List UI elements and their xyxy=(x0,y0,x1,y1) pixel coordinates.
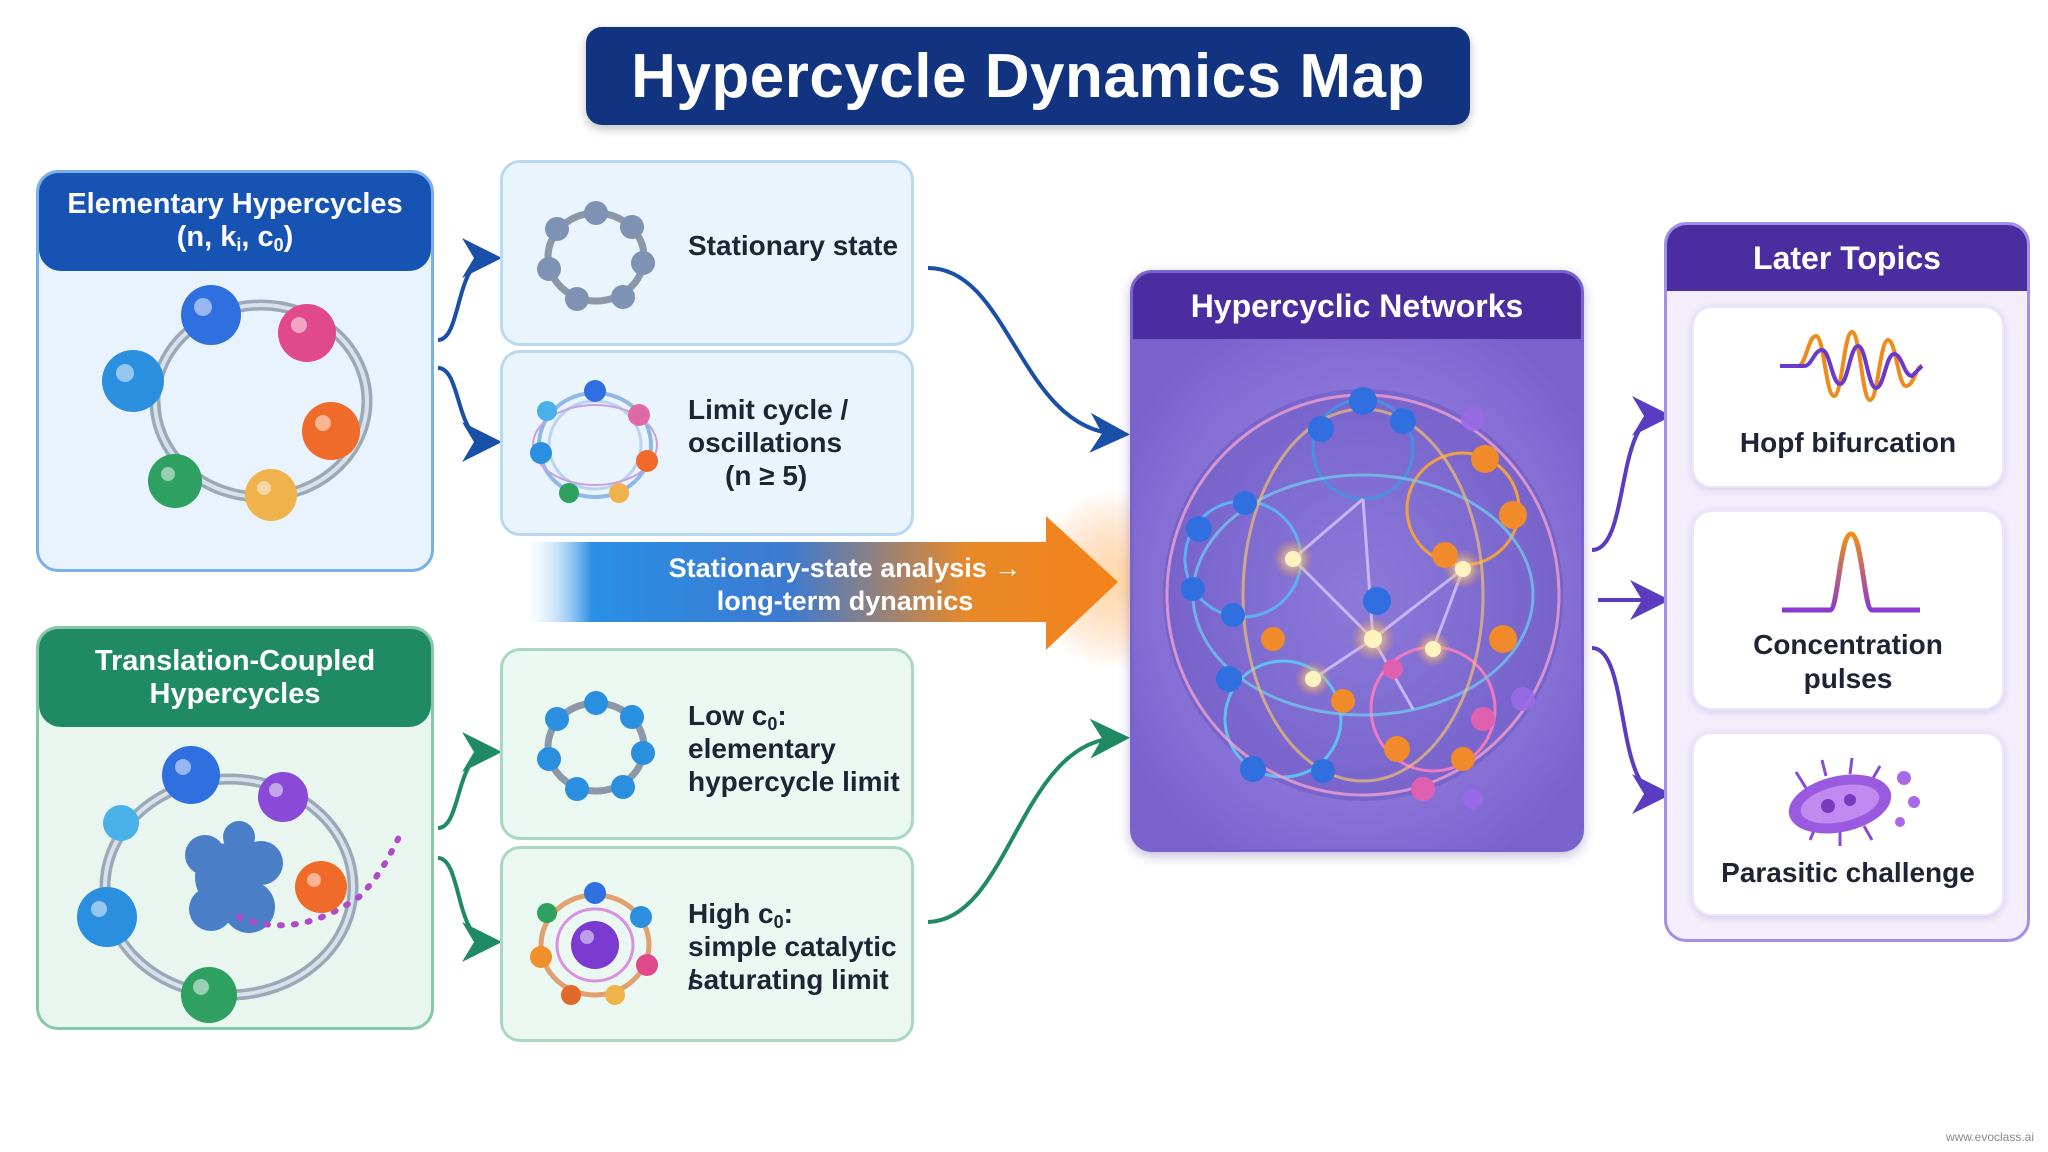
translation-ring-image xyxy=(77,746,402,1023)
arrow-to-parasitic xyxy=(1591,646,1672,814)
elementary-title: Elementary Hypercycles xyxy=(67,188,403,220)
analysis-arrow-text: Stationary-state analysis → long-term dy… xyxy=(610,552,1080,618)
analysis-line2: long-term dynamics xyxy=(716,586,974,616)
analysis-line1: Stationary-state analysis → xyxy=(668,553,1022,583)
low-c0-line2: elementary xyxy=(688,733,836,764)
networks-header: Hypercyclic Networks xyxy=(1133,273,1581,339)
ribosome-icon xyxy=(185,821,283,933)
network-sphere-image xyxy=(1133,339,1581,849)
hopf-bifurcation-card: Hopf bifurcation xyxy=(1692,306,2004,488)
arrow-to-high-c0 xyxy=(437,856,502,962)
catalytic-ring-icon xyxy=(530,882,658,1005)
arrow-to-low-c0 xyxy=(437,732,502,830)
low-c0-line1: Low c0: xyxy=(688,700,787,734)
small-ring-icon xyxy=(537,201,655,311)
arrow-highc0-to-networks xyxy=(927,718,1130,924)
translation-header: Translation-Coupled Hypercycles xyxy=(39,629,431,727)
watermark: www.evoclass.ai xyxy=(1945,1130,2034,1144)
limit-cycle-line3: (n ≥ 5) xyxy=(725,460,808,491)
bacterium-icon xyxy=(1788,757,1920,846)
limit-cycle-card: Limit cycle / oscillations (n ≥ 5) xyxy=(500,350,914,536)
limit-cycle-line1: Limit cycle / xyxy=(688,394,849,425)
translation-coupled-panel: Translation-Coupled Hypercycles xyxy=(36,626,434,1030)
arrow-to-stationary xyxy=(437,238,502,342)
pulses-label-line1: Concentration xyxy=(1753,629,1943,660)
high-c0-line2: simple catalytic / xyxy=(688,931,897,995)
high-c0-card: High c0: simple catalytic / saturating l… xyxy=(500,846,914,1042)
parasitic-label: Parasitic challenge xyxy=(1721,857,1975,888)
concentration-pulses-card: Concentration pulses xyxy=(1692,510,2004,710)
translation-title-line2: Hypercycles xyxy=(149,678,321,710)
stationary-label: Stationary state xyxy=(688,230,899,261)
later-topics-title: Later Topics xyxy=(1753,239,1941,276)
arrow-to-limit-cycle xyxy=(437,366,502,462)
low-c0-card: Low c0: elementary hypercycle limit xyxy=(500,648,914,840)
oscillation-wave-icon xyxy=(1780,329,1924,403)
elementary-hypercycles-panel: Elementary Hypercycles (n, ki, c0) xyxy=(36,170,434,572)
oscillating-ring-icon xyxy=(530,380,658,503)
title-banner: Hypercycle Dynamics Map xyxy=(586,27,1470,125)
analysis-arrow xyxy=(520,516,1118,650)
limit-cycle-line2: oscillations xyxy=(688,427,843,458)
elementary-ring-image xyxy=(102,285,373,521)
arrow-stationary-to-networks xyxy=(927,266,1130,453)
hypercyclic-networks-panel: Hypercyclic Networks xyxy=(1130,270,1584,852)
stationary-state-card: Stationary state xyxy=(500,160,914,346)
low-c0-line3: hypercycle limit xyxy=(688,766,900,797)
high-c0-line3: saturating limit xyxy=(688,964,889,995)
networks-title: Hypercyclic Networks xyxy=(1190,287,1524,324)
later-topics-header: Later Topics xyxy=(1667,225,2027,291)
pulse-peak-icon xyxy=(1782,531,1920,613)
page-title: Hypercycle Dynamics Map xyxy=(631,41,1425,111)
translation-title-line1: Translation-Coupled xyxy=(94,645,376,677)
arrow-to-hopf xyxy=(1591,396,1672,552)
parasitic-challenge-card: Parasitic challenge xyxy=(1692,732,2004,916)
pulses-label-line2: pulses xyxy=(1803,663,1893,694)
high-c0-line1: High c0: xyxy=(688,898,793,932)
elementary-params: (n, ki, c0) xyxy=(176,221,294,255)
blue-ring-icon xyxy=(537,691,655,801)
elementary-header: Elementary Hypercycles (n, ki, c0) xyxy=(39,173,431,271)
hopf-label: Hopf bifurcation xyxy=(1739,427,1957,458)
